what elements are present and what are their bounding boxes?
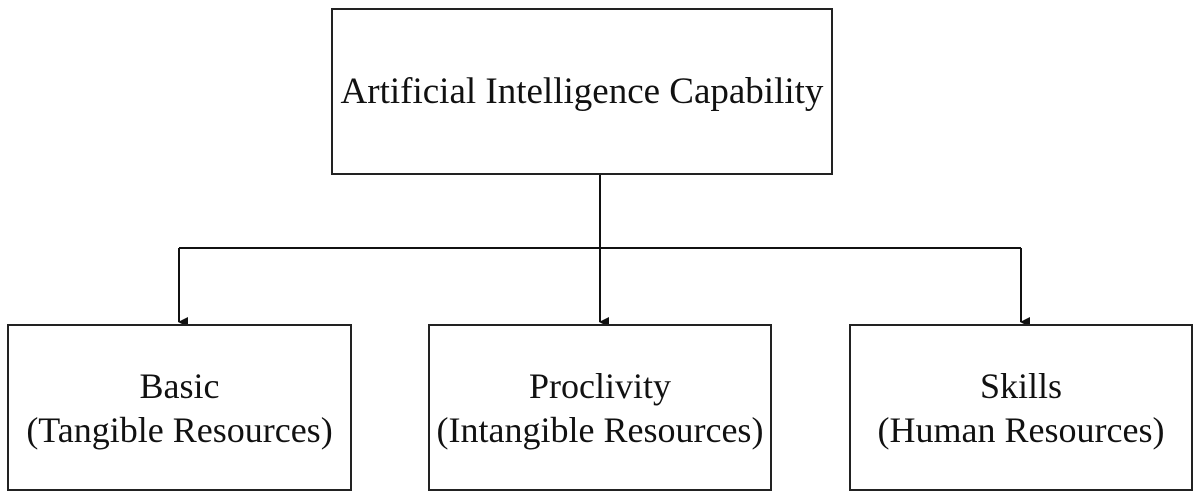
root-label: Artificial Intelligence Capability — [340, 70, 824, 112]
child-subtitle: (Human Resources) — [877, 409, 1165, 450]
child-subtitle: (Tangible Resources) — [26, 409, 333, 450]
child-node-skills: Skills (Human Resources) — [849, 324, 1193, 491]
child-title: Skills — [979, 365, 1063, 406]
root-node-ai-capability: Artificial Intelligence Capability — [331, 8, 833, 175]
child-title: Proclivity — [529, 365, 671, 406]
child-title: Basic — [139, 365, 220, 406]
child-node-basic: Basic (Tangible Resources) — [7, 324, 352, 491]
child-subtitle: (Intangible Resources) — [436, 409, 764, 450]
child-node-proclivity: Proclivity (Intangible Resources) — [428, 324, 772, 491]
